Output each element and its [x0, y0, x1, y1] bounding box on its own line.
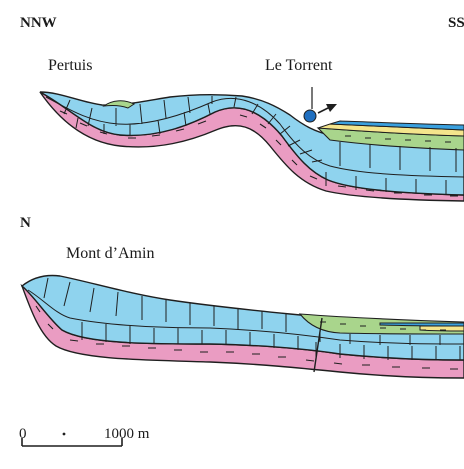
scale-label-end: 1000 m: [104, 426, 149, 443]
place-label-mont-damin: Mont d’Amin: [66, 245, 154, 263]
top-profile: [40, 87, 464, 201]
spring-icon: [304, 110, 316, 122]
scale-label-start: 0: [19, 426, 27, 443]
direction-label-ss: SS: [448, 15, 464, 32]
direction-label-n: N: [20, 215, 31, 232]
bottom-profile: [22, 275, 464, 378]
bottom-blue-layer: [380, 323, 464, 326]
flow-arrow-icon: [318, 104, 337, 113]
place-label-le-torrent: Le Torrent: [265, 57, 332, 75]
direction-label-nnw: NNW: [20, 15, 57, 32]
place-label-pertuis: Pertuis: [48, 57, 92, 75]
